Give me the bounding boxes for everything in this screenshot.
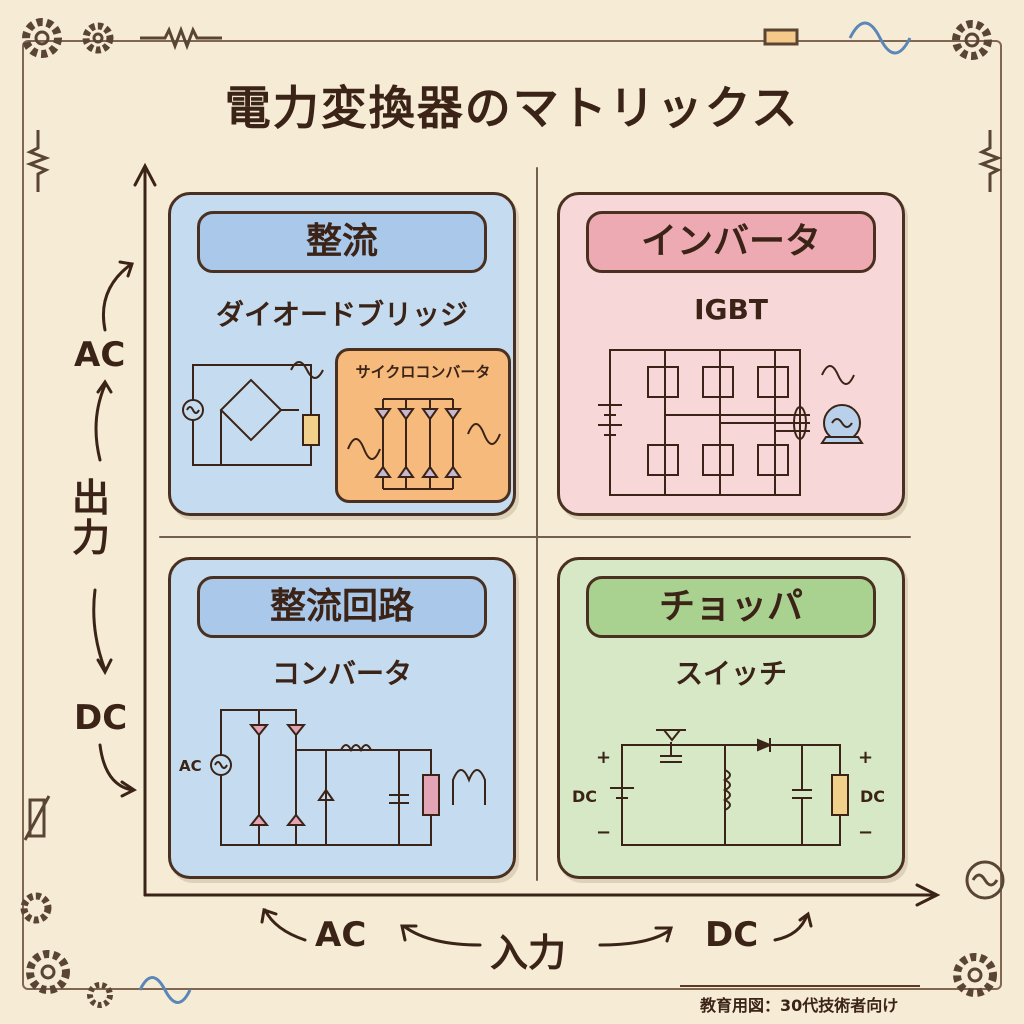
igbt-inverter-diagram bbox=[598, 349, 864, 496]
quadrant-inverter: インバータ IGBT bbox=[557, 192, 905, 516]
cycloconverter-inset: サイクロコンバータ bbox=[335, 348, 511, 503]
cycloconverter-diagram bbox=[347, 398, 501, 490]
x-axis-dc-label: DC bbox=[705, 915, 759, 955]
y-axis-title: 出力 bbox=[72, 476, 111, 560]
quadrant-chopper: チョッパ スイッチ + DC − + DC − bbox=[557, 557, 905, 879]
decorative-frame bbox=[22, 40, 1002, 990]
chopper-subtitle: スイッチ bbox=[674, 657, 787, 690]
page-title: 電力変換器のマトリックス bbox=[224, 81, 800, 135]
cycloconverter-label: サイクロコンバータ bbox=[355, 363, 491, 381]
chopper-header: チョッパ bbox=[586, 576, 876, 638]
output-minus: − bbox=[858, 822, 874, 843]
rectifier-subtitle: ダイオードブリッジ bbox=[215, 298, 468, 331]
input-minus: − bbox=[596, 822, 612, 843]
quadrant-rectifier: 整流 ダイオードブリッジ サイクロコンバータ bbox=[168, 192, 516, 516]
chopper-diagram bbox=[610, 729, 849, 846]
ac-source-label: AC bbox=[179, 757, 202, 775]
diode-bridge-diagram bbox=[182, 361, 324, 466]
caption-divider bbox=[680, 985, 920, 987]
caption: 教育用図：30代技術者向け bbox=[700, 996, 899, 1015]
y-axis-dc-label: DC bbox=[74, 698, 128, 738]
input-dc-label: DC bbox=[572, 787, 598, 806]
x-axis-title: 入力 bbox=[490, 931, 567, 975]
inverter-subtitle: IGBT bbox=[694, 293, 768, 326]
converter-subtitle: コンバータ bbox=[271, 657, 412, 690]
rectifier-header: 整流 bbox=[197, 211, 487, 273]
output-dc-label: DC bbox=[860, 787, 886, 806]
quadrant-converter: 整流回路 コンバータ AC bbox=[168, 557, 516, 879]
input-plus: + bbox=[596, 747, 612, 768]
converter-header: 整流回路 bbox=[197, 576, 487, 638]
output-plus: + bbox=[858, 747, 874, 768]
y-axis-ac-label: AC bbox=[74, 335, 126, 375]
x-axis-ac-label: AC bbox=[315, 915, 367, 955]
inverter-header: インバータ bbox=[586, 211, 876, 273]
thyristor-converter-diagram bbox=[210, 709, 486, 846]
